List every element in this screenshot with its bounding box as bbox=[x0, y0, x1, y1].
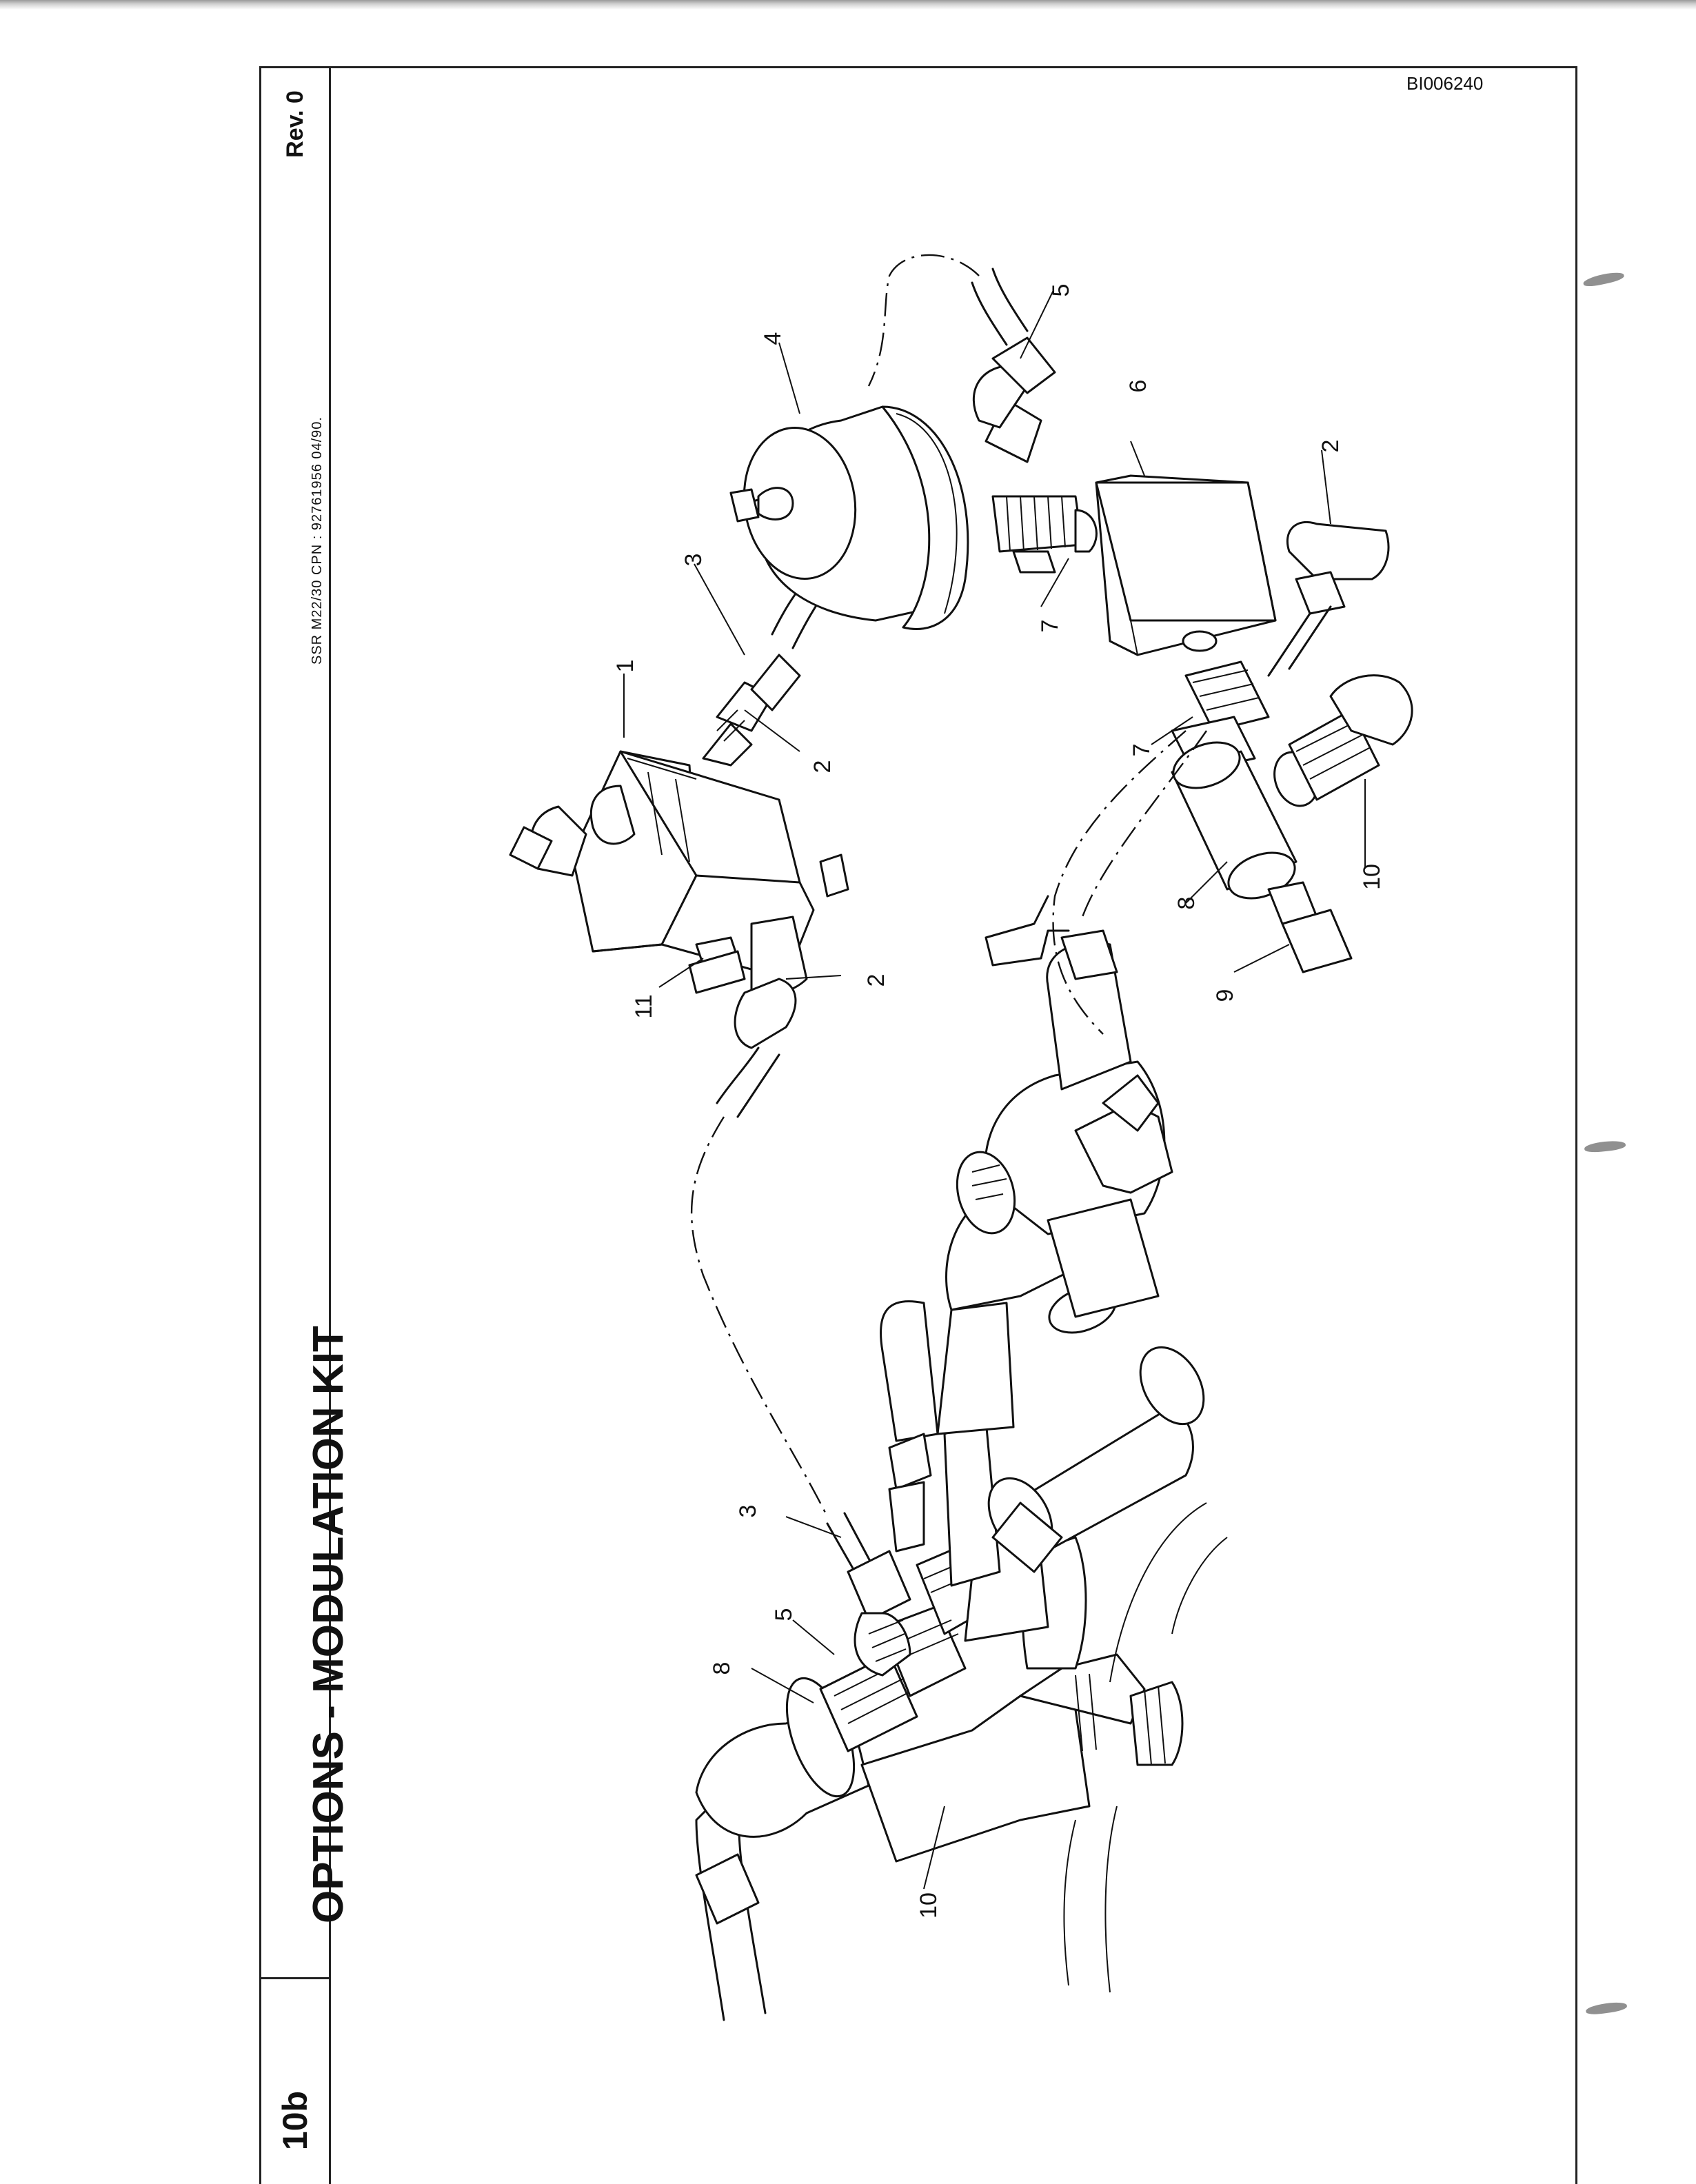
callout-10: 10 bbox=[1359, 864, 1385, 890]
burner-feed-line bbox=[1052, 730, 1207, 1035]
burner-housing-outline bbox=[1063, 1502, 1228, 1993]
governor-fittings bbox=[867, 254, 1098, 574]
callout-1: 1 bbox=[612, 660, 638, 673]
callout-5: 5 bbox=[1048, 284, 1074, 297]
test-point-fittings bbox=[1171, 660, 1413, 973]
valve-block-elbow bbox=[1267, 520, 1390, 677]
callout-7: 7 bbox=[1037, 620, 1063, 633]
callout-8: 8 bbox=[1173, 897, 1200, 910]
governor-diaphragm bbox=[729, 405, 969, 630]
callout-7: 7 bbox=[1129, 744, 1155, 757]
callout-3: 3 bbox=[735, 1505, 761, 1518]
pressure-regulator bbox=[956, 895, 1173, 1334]
callout-labels: 1 2 2 2 3 3 4 5 5 6 7 7 8 8 9 10 10 11 2 bbox=[612, 284, 1385, 1919]
solenoid-fittings bbox=[688, 654, 808, 1049]
callout-5: 5 bbox=[771, 1608, 797, 1621]
callout-3: 3 bbox=[680, 554, 707, 567]
callout-6: 6 bbox=[1125, 380, 1151, 393]
callout-4: 4 bbox=[760, 332, 786, 345]
callout-11: 11 bbox=[631, 994, 657, 1018]
callout-9: 9 bbox=[1212, 989, 1238, 1002]
callout-10: 10 bbox=[916, 1892, 942, 1919]
header-strip: 10b bbox=[259, 66, 331, 2184]
scan-edge bbox=[0, 0, 1696, 10]
callout-leaders bbox=[623, 290, 1366, 1890]
callout-2: 2 bbox=[1318, 440, 1344, 453]
pilot-pipe bbox=[690, 441, 911, 1677]
callout-2: 2 bbox=[809, 760, 836, 774]
strip-divider bbox=[259, 1977, 331, 1979]
callout-8: 8 bbox=[709, 1662, 735, 1675]
burner-nozzle-tube bbox=[987, 1346, 1205, 1573]
main-gas-line bbox=[695, 1495, 1184, 2021]
page-frame bbox=[259, 66, 1577, 2184]
valve-block bbox=[1095, 474, 1277, 656]
solenoid-valve bbox=[509, 750, 849, 980]
figure-reference-id: BI006240 bbox=[1406, 73, 1484, 94]
callout-2: 2 bbox=[863, 974, 889, 987]
